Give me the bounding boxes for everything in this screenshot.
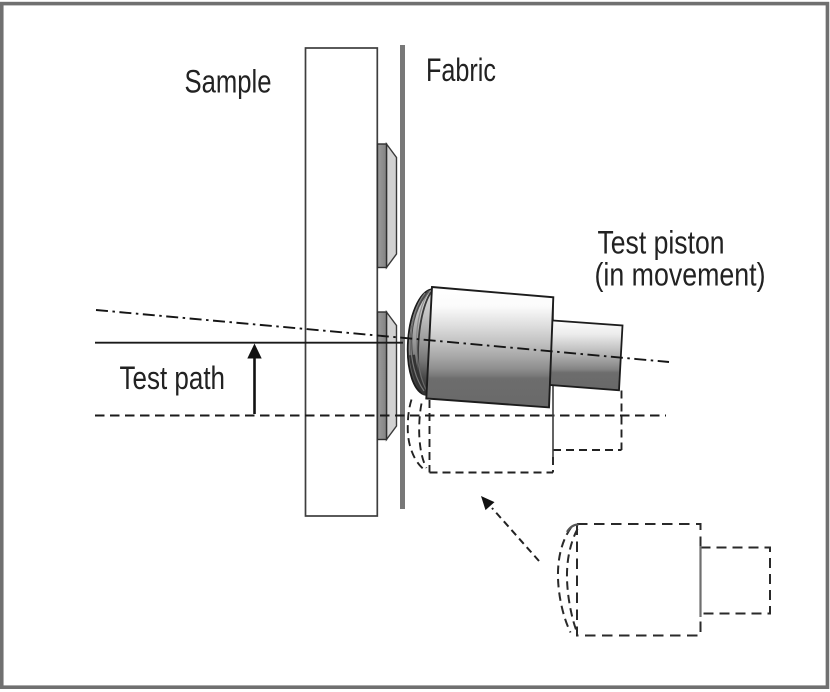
svg-text:(in movement): (in movement) — [595, 257, 766, 293]
svg-text:Test piston: Test piston — [598, 225, 725, 261]
svg-text:Test path: Test path — [120, 360, 226, 396]
svg-text:Fabric: Fabric — [426, 52, 496, 88]
svg-text:Sample: Sample — [185, 64, 272, 100]
